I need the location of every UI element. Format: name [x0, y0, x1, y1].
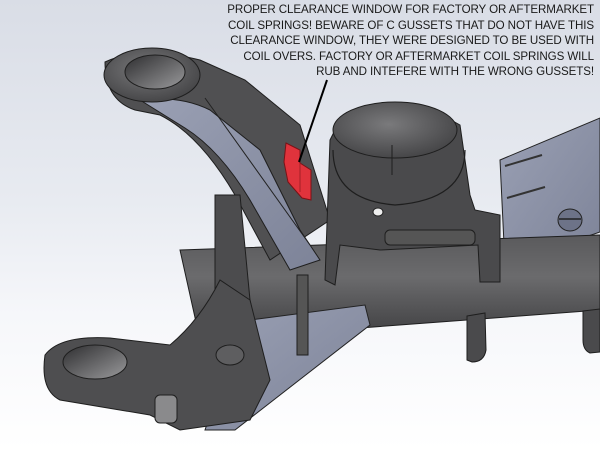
callout-text: PROPER CLEARANCE WINDOW FOR FACTORY OR A… — [194, 2, 594, 80]
clearance-window-highlight — [283, 142, 312, 201]
callout-leader-line — [298, 79, 328, 163]
callout-line: COIL OVERS. FACTORY OR AFTERMARKET COIL … — [243, 49, 594, 63]
spring-perch — [324, 101, 501, 286]
right-gusset-plate — [499, 117, 600, 266]
lower-bracket — [466, 308, 600, 363]
callout-line: CLEARANCE WINDOW, THEY WERE DESIGNED TO … — [230, 34, 594, 48]
callout-line: RUB AND INTEFERE WITH THE WRONG GUSSETS! — [316, 65, 594, 79]
callout-line: PROPER CLEARANCE WINDOW FOR FACTORY OR A… — [227, 3, 594, 16]
c-knuckle — [43, 47, 331, 431]
callout-line: COIL SPRINGS! BEWARE OF C GUSSETS THAT D… — [228, 18, 594, 32]
